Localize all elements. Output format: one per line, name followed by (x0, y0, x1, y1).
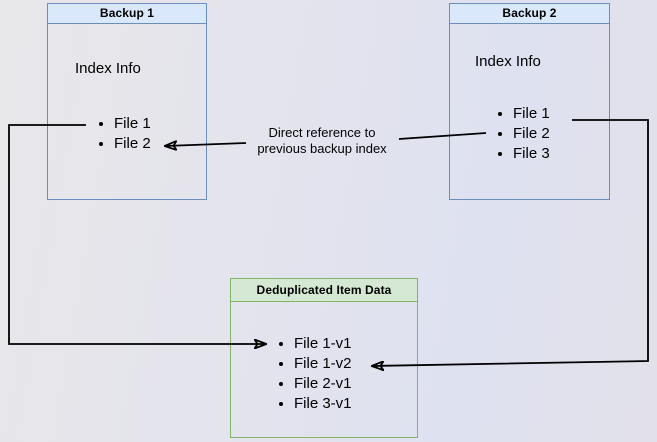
node-deduplicated-item-data-title: Deduplicated Item Data (231, 279, 417, 302)
dedup-file-item: File 1-v2 (294, 354, 352, 374)
backup-1-file-list: File 1 File 2 (92, 114, 151, 154)
backup-2-file-list: File 1 File 2 File 3 (491, 104, 550, 164)
node-backup-2-title: Backup 2 (450, 4, 609, 24)
backup-2-file-item: File 3 (513, 144, 550, 164)
backup-2-file-item: File 1 (513, 104, 550, 124)
edge-label-line-2: previous backup index (257, 141, 387, 156)
backup-1-file-item: File 2 (114, 134, 151, 154)
dedup-file-item: File 3-v1 (294, 394, 352, 414)
dedup-file-list: File 1-v1 File 1-v2 File 2-v1 File 3-v1 (272, 334, 352, 414)
node-backup-1-title: Backup 1 (48, 4, 206, 24)
dedup-file-item: File 1-v1 (294, 334, 352, 354)
backup-2-file-item: File 2 (513, 124, 550, 144)
node-backup-1: Backup 1 Index Info File 1 File 2 (47, 3, 207, 200)
node-backup-2: Backup 2 Index Info File 1 File 2 File 3 (449, 3, 610, 200)
backup-1-file-item: File 1 (114, 114, 151, 134)
dedup-file-item: File 2-v1 (294, 374, 352, 394)
edge-label-line-1: Direct reference to (268, 125, 376, 140)
edge-label-direct-reference: Direct reference to previous backup inde… (238, 125, 406, 157)
backup-2-index-info-label: Index Info (475, 53, 541, 70)
node-deduplicated-item-data: Deduplicated Item Data File 1-v1 File 1-… (230, 278, 418, 438)
backup-1-index-info-label: Index Info (75, 60, 141, 77)
